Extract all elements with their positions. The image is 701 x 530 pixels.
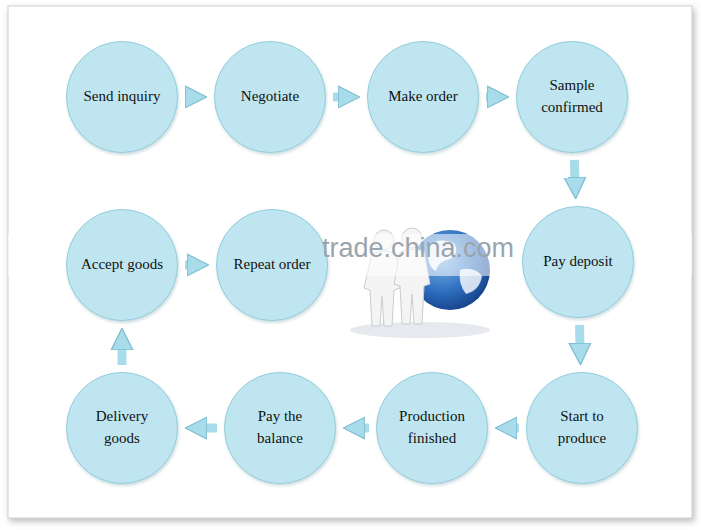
flow-arrow [575, 325, 585, 354]
process-circle: Repeat order [216, 209, 328, 321]
process-circle: Delivery goods [66, 372, 178, 484]
step-label: Start to produce [540, 406, 624, 450]
step-label: Make order [388, 86, 458, 108]
flow-arrow [196, 424, 217, 433]
page-frame [8, 6, 692, 518]
flow-arrow [118, 339, 127, 365]
process-circle: Production finished [376, 372, 488, 484]
step-label: Pay the balance [238, 406, 322, 450]
step-label: Negotiate [241, 86, 299, 108]
flow-arrow [185, 261, 198, 270]
step-label: Delivery goods [80, 406, 164, 450]
process-circle: Pay deposit [522, 206, 634, 318]
flow-arrow [333, 93, 349, 102]
process-circle: Sample confirmed [516, 41, 628, 153]
step-label: Accept goods [81, 254, 163, 276]
process-circle: Make order [367, 41, 479, 153]
watermark: trade.china.com [322, 233, 514, 264]
process-circle: Negotiate [214, 41, 326, 153]
step-label: Sample confirmed [530, 75, 614, 119]
flow-arrow [354, 424, 369, 433]
step-label: Repeat order [233, 254, 310, 276]
step-label: Send inquiry [83, 86, 160, 108]
flow-arrow [506, 424, 519, 433]
step-label: Pay deposit [543, 251, 613, 273]
step-label: Production finished [390, 406, 474, 450]
process-circle: Send inquiry [66, 41, 178, 153]
flow-arrow [574, 160, 575, 188]
process-circle: Pay the balance [224, 372, 336, 484]
process-circle: Accept goods [66, 209, 178, 321]
flow-arrow [486, 93, 498, 102]
process-circle: Start to produce [526, 372, 638, 484]
flow-arrow [185, 93, 196, 102]
